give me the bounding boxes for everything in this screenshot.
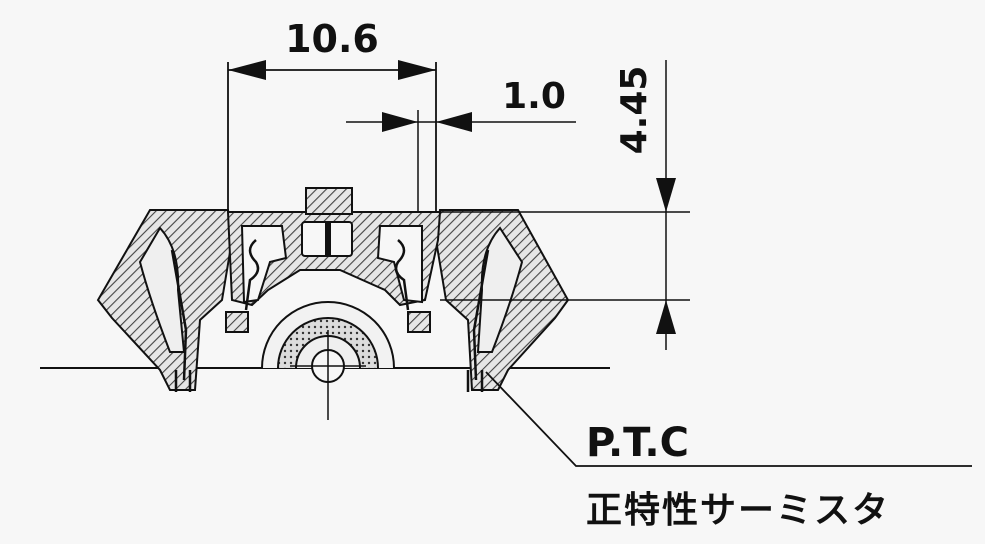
callout-label: P.T.C bbox=[586, 420, 689, 466]
dimension-height bbox=[440, 60, 690, 350]
dimension-gap-label: 1.0 bbox=[502, 76, 566, 117]
dimension-width bbox=[227, 60, 437, 212]
dimension-width-label: 10.6 bbox=[285, 17, 379, 61]
callout-sublabel: 正特性サーミスタ bbox=[586, 490, 890, 531]
terminal-pins bbox=[174, 370, 484, 392]
spring-clips bbox=[170, 239, 490, 381]
dimension-gap bbox=[346, 110, 576, 212]
bearing-rotor bbox=[261, 301, 395, 420]
callout-leader bbox=[485, 371, 972, 467]
inner-cavities bbox=[138, 221, 524, 353]
dimension-height-label: 4.45 bbox=[614, 66, 655, 155]
